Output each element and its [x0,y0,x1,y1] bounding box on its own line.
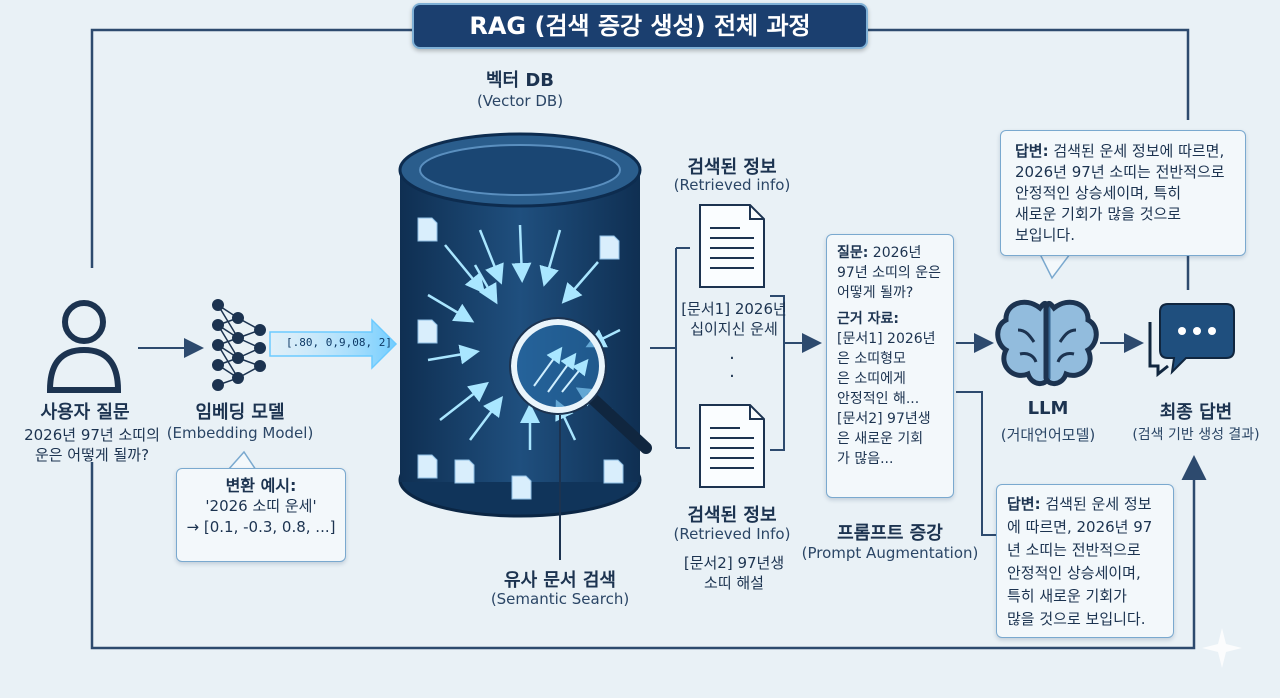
vector-text: [.80, 0,9,08, 2] [286,336,392,349]
llm-label: LLM [1027,398,1069,419]
semantic-search-sub: (Semantic Search) [490,590,630,608]
vector-db-cylinder [398,132,642,518]
prompt-question-line1: 2026년 [868,245,922,261]
prompt-to-answer-connector [956,391,996,536]
prompt-augmentation-sub: (Prompt Augmentation) [801,544,979,562]
answer-bottom-line1: 검색된 운세 정보 [1040,495,1152,513]
answer-bottom-line4: 안정적인 상승세이며, [1007,564,1141,582]
answer-bottom-line5: 특히 새로운 기회가 [1007,587,1127,605]
retrieved-ellipsis: · · [729,348,735,387]
retrieved-bottom-sub: (Retrieved Info) [673,525,791,543]
semantic-search-label: 유사 문서 검색 [504,570,616,591]
prompt-evidence-line2: 은 소띠형모 [837,351,906,367]
answer-bubble-top: 답변: 검색된 운세 정보에 따르면, 2026년 97년 소띠는 전반적으로 … [1000,130,1246,256]
retrieved-top-sub: (Retrieved info) [673,176,791,194]
prompt-augmentation-label: 프롬프트 증강 [837,523,943,544]
prompt-evidence-line6: 은 새로운 기회 [837,431,924,447]
sparkle-icon [1202,628,1242,668]
vector-db-label: 벡터 DB [485,70,555,91]
answer-top-title: 답변: [1015,142,1049,160]
llm-sub: (거대언어모델) [1000,426,1096,444]
page-title: RAG (검색 증강 생성) 전체 과정 [412,3,868,49]
retrieved-bottom-label: 검색된 정보 [687,505,777,526]
chat-bubble-icon [1148,303,1235,378]
retrieved-top-label: 검색된 정보 [687,157,777,178]
prompt-panel: 질문: 2026년 97년 소띠의 운은 어떻게 될까? 근거 자료: [문서1… [826,234,954,498]
answer-top-line4: 새로운 기회가 많을 것으로 [1015,205,1182,223]
prompt-evidence-line3: 은 소띠에게 [837,371,906,387]
conversion-example-box: 변환 예시: '2026 소띠 운세' → [0.1, -0.3, 0.8, .… [176,468,346,562]
conversion-line1: '2026 소띠 운세' [205,497,317,515]
user-question-line1: 2026년 97년 소띠의 [24,426,160,444]
prompt-evidence-line5: [문서2] 97년생 [837,411,931,427]
retrieved-top-doc1: [문서1] 2026년 [681,300,787,318]
magnifying-glass-icon [509,317,652,454]
embedding-label: 임베딩 모델 [195,402,285,423]
cylinder-doc-icons [417,217,624,500]
prompt-question-title: 질문: [837,245,869,261]
brain-icon [995,299,1099,386]
retrieved-doc-icon-bottom [699,404,765,488]
prompt-evidence-line7: 가 많음... [837,451,894,467]
outer-loop-line [90,28,1190,268]
vector-db-sub: (Vector DB) [476,92,564,110]
prompt-question-line2: 97년 소띠의 운은 [837,265,941,281]
retrieved-bottom-doc2: 소띠 해설 [704,574,764,592]
answer-top-line2: 2026년 97년 소띠는 전반적으로 [1015,163,1225,181]
doc-to-prompt-bracket [770,295,818,451]
conversion-title: 변환 예시: [225,476,297,495]
prompt-evidence-title: 근거 자료: [837,311,899,327]
answer-bottom-line3: 년 소띠는 전반적으로 [1007,541,1141,559]
retrieved-bottom-doc1: [문서2] 97년생 [683,554,785,572]
final-answer-sub: (검색 기반 생성 결과) [1132,427,1260,443]
prompt-evidence-line1: [문서1] 2026년 [837,331,936,347]
answer-bottom-line2: 에 따르면, 2026년 97 [1007,518,1153,536]
answer-top-line1: 검색된 운세 정보에 따르면, [1048,142,1225,160]
vector-beam [269,318,398,370]
answer-top-line3: 안정적인 상승세이며, 특히 [1015,184,1182,202]
embedding-sub: (Embedding Model) [166,424,314,442]
conversion-line2: → [0.1, -0.3, 0.8, ...] [186,518,336,536]
retrieval-bracket [650,247,690,449]
prompt-question-line3: 어떻게 될까? [837,285,914,301]
answer-top-line5: 보입니다. [1015,226,1075,244]
answer-top-tail [1038,253,1072,280]
answer-bubble-bottom: 답변: 검색된 운세 정보 에 따르면, 2026년 97 년 소띠는 전반적으… [996,484,1174,638]
retrieved-top-doc2: 십이지신 운세 [690,320,778,338]
user-question-line2: 운은 어떻게 될까? [34,446,150,464]
neural-network-icon [212,299,266,391]
user-icon [46,300,122,393]
retrieved-doc-icon-top [699,204,765,288]
answer-bottom-line6: 많을 것으로 보입니다. [1007,610,1146,628]
answer-bottom-title: 답변: [1007,495,1041,513]
prompt-evidence-line4: 안정적인 해... [837,391,920,407]
final-answer-label: 최종 답변 [1159,402,1233,423]
bottom-loop-line [90,455,1207,650]
user-question-label: 사용자 질문 [40,402,130,423]
